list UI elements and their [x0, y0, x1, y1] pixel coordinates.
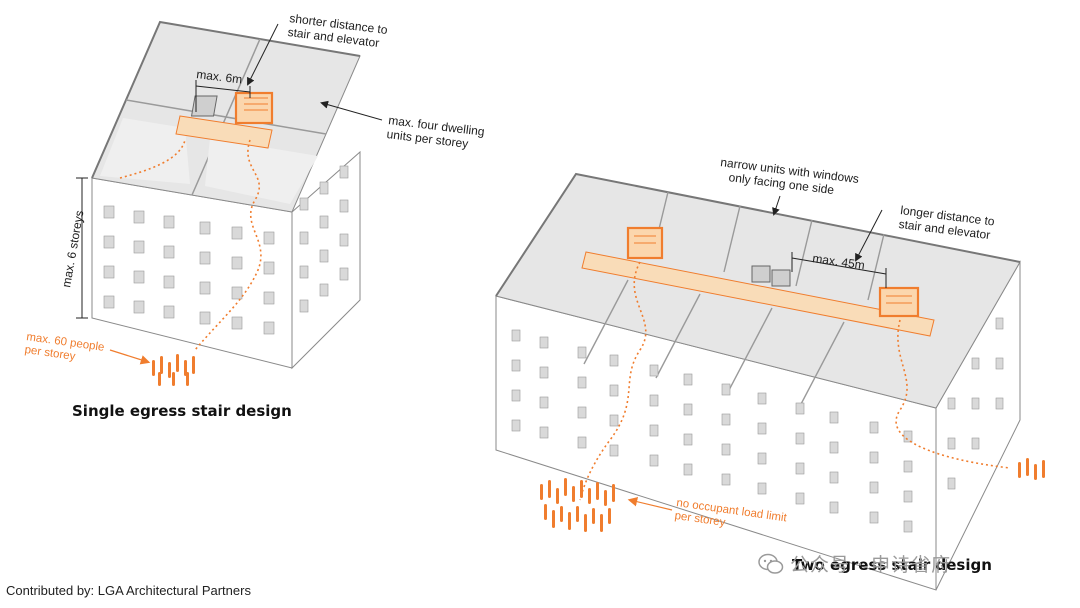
two-stair-building — [495, 172, 1045, 591]
people-limit-label: max. 60 people per storey — [24, 331, 109, 367]
two-stair-caption: Two egress stair design — [792, 556, 992, 574]
credit-line: Contributed by: LGA Architectural Partne… — [6, 583, 251, 598]
four-units-label: max. four dwelling units per storey — [386, 113, 489, 153]
longer-distance-label: longer distance to stair and elevator — [898, 203, 999, 243]
single-stair-caption: Single egress stair design — [72, 402, 292, 420]
max-6m-label: max. 6m — [196, 67, 243, 87]
watermark: 公众号 · 申诗省府 — [758, 550, 951, 577]
watermark-text: 公众号 · 申诗省府 — [790, 554, 952, 576]
narrow-units-label: narrow units with windows only facing on… — [718, 155, 863, 200]
wechat-icon — [758, 553, 784, 574]
single-stair-building — [76, 20, 383, 386]
